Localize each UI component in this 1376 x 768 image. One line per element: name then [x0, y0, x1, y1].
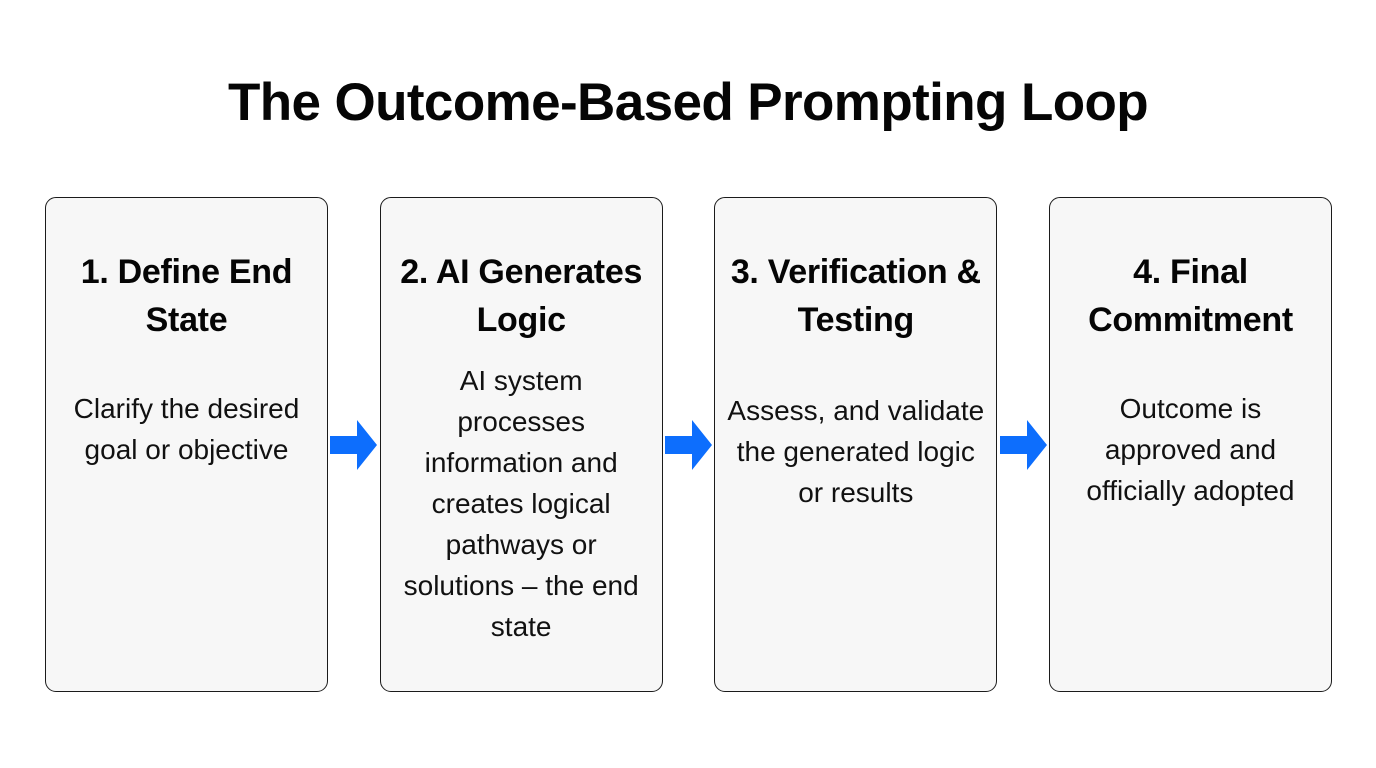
- connector-arrow-3: [998, 197, 1049, 692]
- process-flow: 1. Define End State Clarify the desired …: [45, 197, 1332, 692]
- process-step-card-1[interactable]: 1. Define End State Clarify the desired …: [45, 197, 328, 692]
- step-heading: 2. AI Generates Logic: [400, 253, 643, 339]
- step-heading: 1. Define End State: [80, 253, 293, 339]
- step-description: Clarify the desired goal or objective: [73, 393, 300, 465]
- right-arrow-icon: [664, 419, 712, 471]
- step-description: Assess, and validate the generated logic…: [727, 395, 985, 508]
- process-step-card-3[interactable]: 3. Verification & Testing Assess, and va…: [714, 197, 998, 692]
- right-arrow-icon: [330, 419, 378, 471]
- page-title: The Outcome-Based Prompting Loop: [227, 73, 1149, 132]
- step-heading: 3. Verification & Testing: [730, 253, 981, 339]
- process-step-card-2[interactable]: 2. AI Generates Logic AI system processe…: [379, 197, 663, 692]
- right-arrow-icon: [999, 419, 1047, 471]
- connector-arrow-1: [328, 197, 379, 692]
- step-description: AI system processes information and crea…: [403, 365, 639, 642]
- step-heading: 4. Final Commitment: [1088, 253, 1293, 339]
- process-step-card-4[interactable]: 4. Final Commitment Outcome is approved …: [1048, 197, 1332, 692]
- connector-arrow-2: [663, 197, 714, 692]
- step-description: Outcome is approved and officially adopt…: [1086, 393, 1295, 506]
